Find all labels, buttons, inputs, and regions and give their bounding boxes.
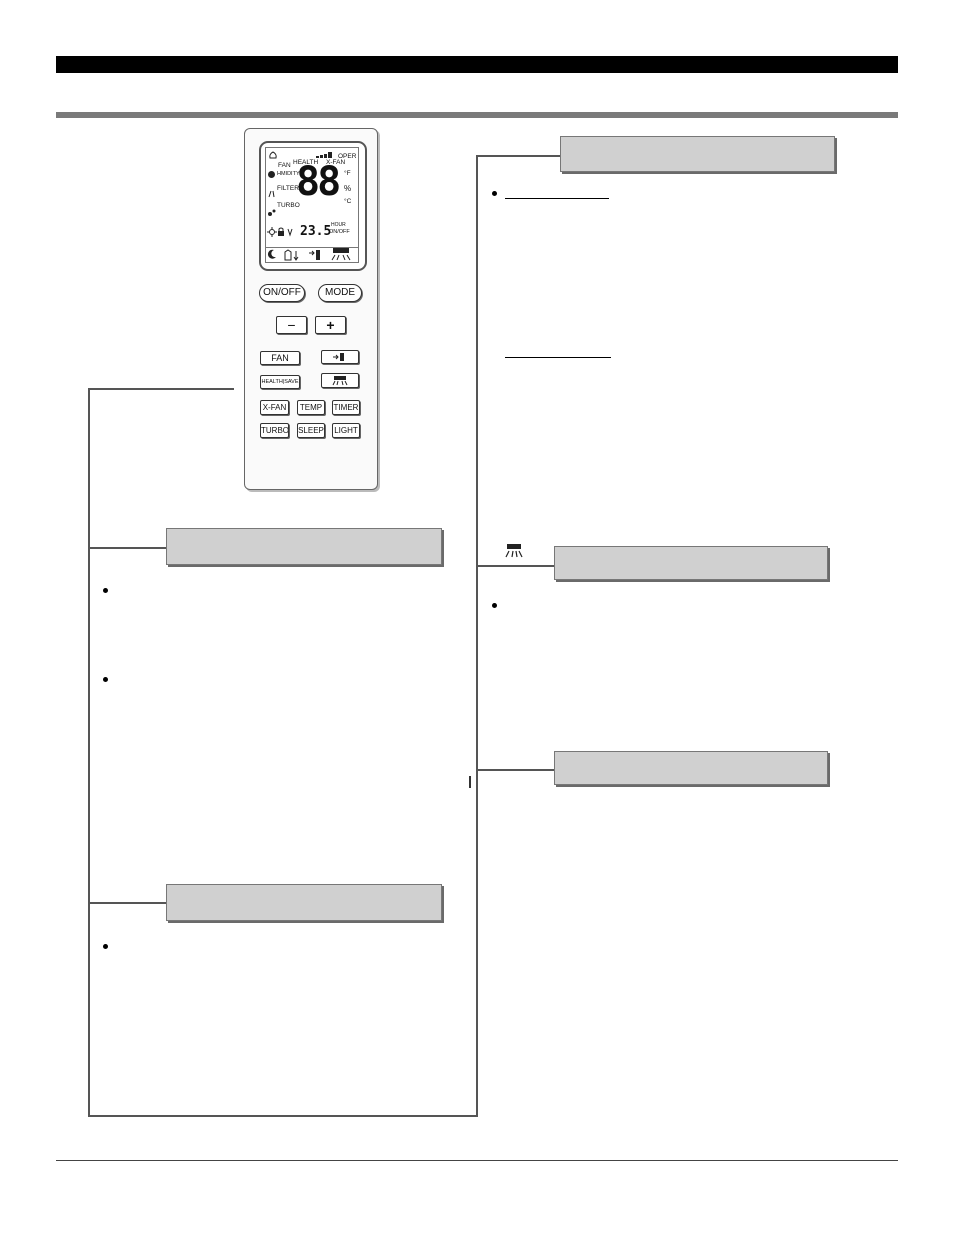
connector-line	[476, 155, 478, 1117]
moon-icon	[267, 249, 276, 259]
footer-rule	[56, 1160, 898, 1161]
lcd-display: OPER FAN HEALTH X-FAN HMIDITY FILTER TUR…	[259, 141, 367, 271]
bullet	[492, 191, 497, 196]
bullet	[103, 588, 108, 593]
connector-line	[88, 388, 234, 390]
fan-mode-icon	[268, 171, 275, 178]
lcd-percent: %	[344, 184, 352, 193]
bullet	[103, 677, 108, 682]
sun-icon	[267, 227, 277, 237]
turbo-button[interactable]: TURBO	[260, 423, 289, 438]
bullet	[103, 944, 108, 949]
subheading-underline	[505, 357, 611, 358]
swing-button[interactable]	[321, 350, 359, 364]
dry-icon	[268, 190, 275, 198]
bullet	[492, 603, 497, 608]
lcd-turbo: TURBO	[277, 202, 300, 209]
lcd-filter: FILTER	[277, 185, 299, 192]
signal-icon	[316, 152, 332, 158]
swing-left-right-icon	[309, 250, 320, 260]
plus-button[interactable]: +	[315, 316, 346, 334]
lcd-oper: OPER	[338, 153, 357, 160]
tick-mark	[469, 776, 471, 788]
connector-line	[476, 565, 554, 567]
section-header-left-2	[166, 884, 442, 921]
lcd-health: HEALTH	[293, 159, 319, 166]
lcd-humidity: HMIDITY	[277, 171, 300, 177]
lock-icon	[278, 227, 293, 237]
onoff-button[interactable]: ON/OFF	[259, 284, 305, 302]
heat-icon	[268, 209, 276, 216]
xfan-button[interactable]: X-FAN	[260, 400, 289, 415]
subheader-bar	[56, 112, 898, 118]
lamp-icon	[332, 376, 348, 386]
lcd-unit-c: °C	[344, 198, 352, 205]
lcd-hour: HOUR	[331, 222, 346, 228]
health-save-button[interactable]: HEALTH|SAVE	[260, 375, 300, 389]
cool-icon	[269, 151, 277, 159]
section-header-right-1	[560, 136, 835, 172]
lcd-onoff: ON/OFF	[329, 229, 350, 235]
section-header-left-1	[166, 528, 442, 565]
remote-control: OPER FAN HEALTH X-FAN HMIDITY FILTER TUR…	[244, 128, 378, 490]
connector-line	[476, 769, 554, 771]
light-icon	[331, 248, 351, 261]
swing-icon	[333, 353, 344, 361]
connector-line	[88, 1115, 478, 1117]
connector-line	[88, 902, 166, 904]
minus-button[interactable]: −	[276, 316, 307, 334]
light-button[interactable]: LIGHT	[332, 423, 360, 438]
connector-line	[476, 155, 560, 157]
fan-button[interactable]: FAN	[260, 351, 300, 365]
connector-line	[88, 547, 166, 549]
sleep-button[interactable]: SLEEP	[297, 423, 325, 438]
header-bar	[56, 56, 898, 73]
lcd-fan: FAN	[278, 162, 291, 169]
lcd-small-digits: 23.5	[300, 224, 332, 239]
light-icon	[505, 544, 523, 558]
temp-button[interactable]: TEMP	[297, 400, 325, 415]
subheading-underline	[505, 198, 609, 199]
section-header-right-2	[554, 546, 828, 580]
light-mode-button[interactable]	[321, 373, 359, 388]
section-header-right-3	[554, 751, 828, 785]
lcd-frame: OPER FAN HEALTH X-FAN HMIDITY FILTER TUR…	[265, 147, 359, 263]
lcd-unit-f: °F	[344, 170, 351, 177]
mode-button[interactable]: MODE	[318, 284, 362, 302]
timer-button[interactable]: TIMER	[332, 400, 360, 415]
lcd-big-digits: 88	[296, 159, 341, 205]
lcd-xfan: X-FAN	[326, 159, 346, 166]
swing-up-down-icon	[284, 249, 299, 261]
connector-line	[88, 388, 90, 1117]
